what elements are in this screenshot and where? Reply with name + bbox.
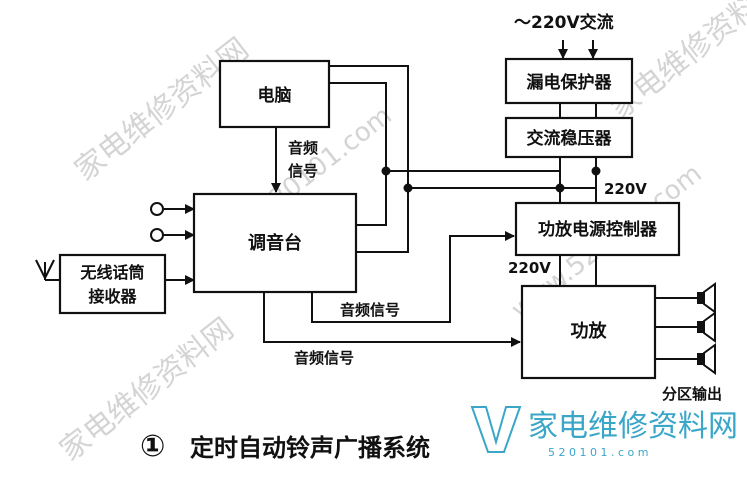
site-logo-cn: 家电维修资料网 bbox=[528, 409, 738, 444]
voltage-label-left: 220V bbox=[508, 259, 551, 277]
block-leakage-protector-label: 漏电保护器 bbox=[527, 72, 613, 93]
audio-signal-label-vertical-1: 音频 bbox=[288, 139, 318, 157]
junction-dot bbox=[591, 166, 601, 176]
site-logo-url: 5 2 0 1 0 1 . c o m bbox=[548, 446, 648, 459]
block-wireless-receiver-label-2: 接收器 bbox=[88, 287, 137, 306]
block-ac-stabilizer: 交流稳压器 bbox=[504, 116, 634, 159]
junction-dots bbox=[381, 166, 601, 193]
zone-output-label: 分区输出 bbox=[662, 385, 722, 403]
site-logo: 家电维修资料网 5 2 0 1 0 1 . c o m bbox=[470, 406, 738, 459]
block-ac-stabilizer-label: 交流稳压器 bbox=[527, 128, 613, 149]
block-computer: 电脑 bbox=[218, 59, 331, 129]
caption-number: ① bbox=[140, 429, 165, 464]
junction-dot bbox=[381, 166, 391, 176]
block-mixer: 调音台 bbox=[192, 192, 358, 294]
block-mixer-label: 调音台 bbox=[248, 232, 302, 254]
voltage-label-top: 220V bbox=[604, 180, 647, 198]
block-wireless-receiver: 无线话筒 接收器 bbox=[58, 253, 167, 315]
block-power-controller: 功放电源控制器 bbox=[514, 201, 681, 257]
block-amplifier-label: 功放 bbox=[571, 320, 608, 342]
block-amplifier: 功放 bbox=[520, 284, 657, 380]
junction-dot bbox=[403, 183, 413, 193]
audio-signal-label-upper: 音频信号 bbox=[340, 301, 400, 319]
wires bbox=[35, 40, 697, 360]
ac-input-label: ～220V交流 bbox=[514, 12, 614, 33]
block-leakage-protector: 漏电保护器 bbox=[504, 57, 634, 105]
caption-title: 定时自动铃声广播系统 bbox=[190, 434, 430, 462]
audio-signal-label-lower: 音频信号 bbox=[294, 349, 354, 367]
microphone-jack-icon bbox=[150, 202, 164, 242]
caption: ① 定时自动铃声广播系统 bbox=[140, 429, 430, 464]
block-wireless-receiver-label-1: 无线话筒 bbox=[79, 263, 144, 282]
site-logo-mark-icon bbox=[470, 406, 522, 453]
speaker-icon bbox=[697, 282, 716, 375]
audio-signal-label-vertical-2: 信号 bbox=[288, 162, 318, 180]
block-power-controller-label: 功放电源控制器 bbox=[538, 219, 658, 240]
junction-dot bbox=[555, 183, 565, 193]
block-computer-label: 电脑 bbox=[258, 85, 292, 106]
